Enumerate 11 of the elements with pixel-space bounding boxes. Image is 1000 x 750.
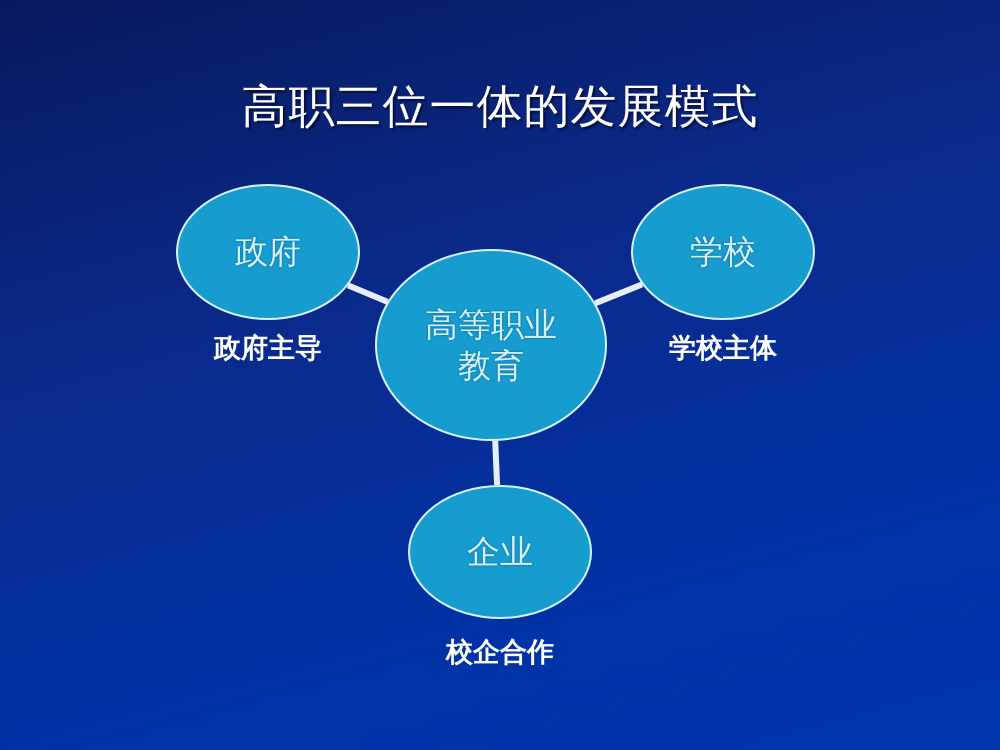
node-label: 学校 — [689, 231, 757, 273]
node-label: 政府 — [234, 231, 302, 273]
connector-line — [492, 440, 500, 486]
node-label: 企业 — [466, 531, 534, 573]
caption-text: 学校主体 — [669, 332, 777, 366]
node-label: 高等职业教育 — [424, 304, 558, 386]
connector-line — [594, 282, 644, 306]
connector-line — [346, 282, 389, 305]
caption-text: 政府主导 — [214, 332, 322, 366]
caption-text: 校企合作 — [446, 636, 554, 670]
slide-title: 高职三位一体的发展模式 — [242, 78, 758, 135]
